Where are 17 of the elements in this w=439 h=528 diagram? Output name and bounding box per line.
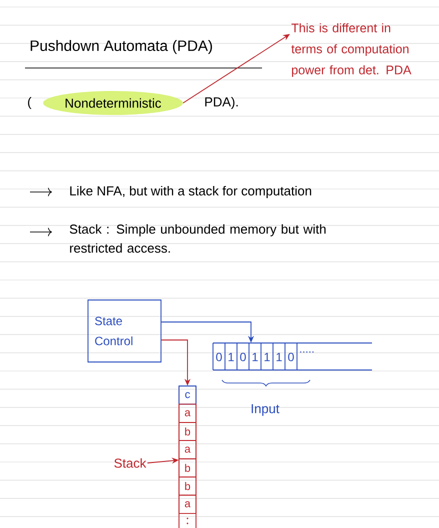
- annotation-text: This is different in terms of computation power from det. PDA: [291, 23, 412, 77]
- stack-column: c a b a b b a: [178, 386, 196, 528]
- note-text: Like NFA, but with a stack for computation: [70, 186, 312, 198]
- stack-label: Stack: [114, 458, 146, 468]
- node-label: b: [185, 427, 190, 436]
- note-text: Stack : Simple unbounded memory but with restricted access.: [70, 224, 326, 253]
- state-box: State Control: [88, 300, 162, 362]
- node-label: a: [184, 410, 191, 416]
- title: Pushdown Automata (PDA): [30, 40, 212, 54]
- note-text: PDA).: [205, 96, 238, 110]
- input-label: Input: [252, 404, 280, 416]
- node-label: b: [185, 464, 190, 472]
- node-label: a: [184, 446, 191, 453]
- highlighted-word: Nondeterministic: [43, 91, 183, 115]
- ellipsis: .....: [300, 351, 314, 353]
- node-label: b: [185, 482, 190, 490]
- node-label: c: [185, 392, 190, 398]
